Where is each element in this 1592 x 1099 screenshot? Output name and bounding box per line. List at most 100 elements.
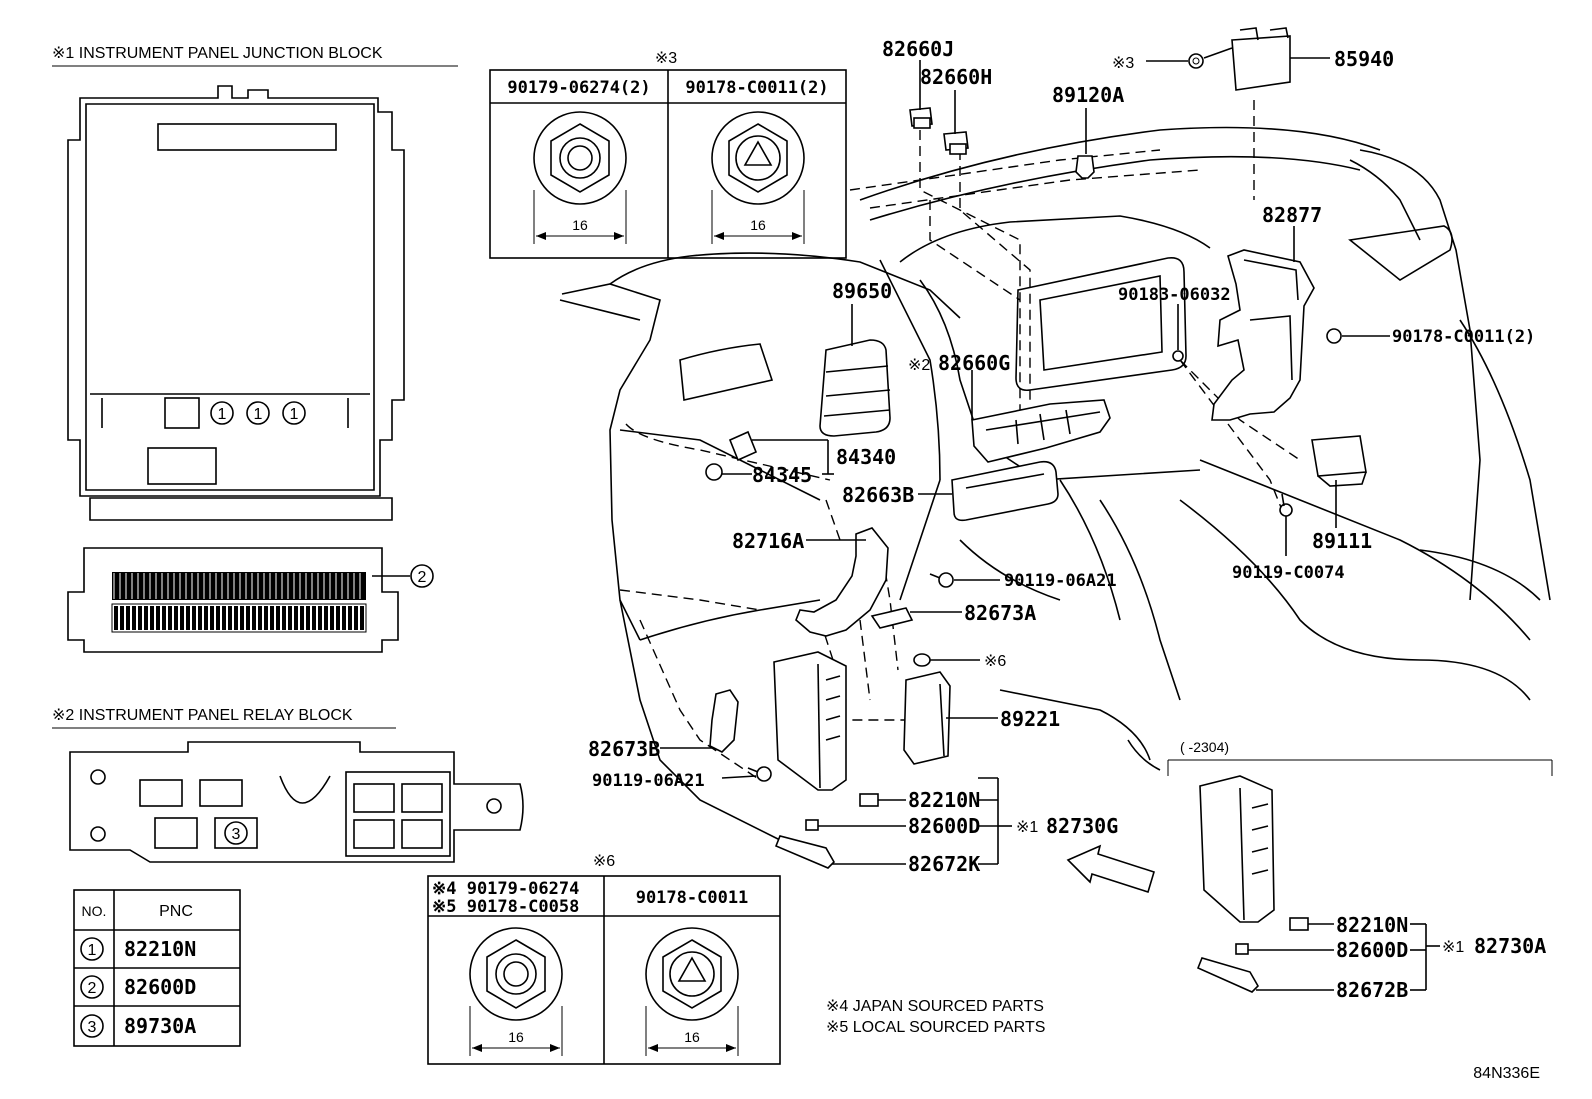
part-label-82672K: 82672K — [908, 852, 980, 876]
mark-1-b: ※1 — [1442, 939, 1464, 956]
relay-block-drawing — [69, 741, 524, 863]
note-local-sourced: ※5 LOCAL SOURCED PARTS — [826, 1019, 1045, 1036]
part-label-90183-06032: 90183-06032 — [1118, 285, 1231, 305]
inset-2304: ( -2304) — [1167, 739, 1553, 993]
pnc-table-row: 2 82600D — [80, 975, 196, 999]
fuse-slot — [204, 606, 208, 630]
fuse-slot — [168, 606, 172, 630]
cover-82672B-shape — [1196, 957, 1259, 993]
junction-block-82730G-shape — [773, 651, 847, 791]
part-label-89120A: 89120A — [1052, 83, 1124, 107]
svg-text:1: 1 — [218, 406, 227, 423]
fuse-slot — [312, 606, 316, 630]
part-label-85940: 85940 — [1334, 47, 1394, 71]
fuse-82210N-b-shape — [1289, 917, 1309, 931]
pnc-table-row: 3 89730A — [80, 1014, 196, 1038]
fuse-slots — [113, 573, 364, 630]
fuse-82600D-shape — [805, 819, 819, 831]
connector-marker-1b: 1 — [246, 401, 270, 425]
dimension-line-1: 16 — [533, 190, 627, 244]
pnc-row-no: 1 — [88, 942, 97, 959]
junction-block-title: ※1 INSTRUMENT PANEL JUNCTION BLOCK — [52, 45, 383, 62]
part-label-82210N-a: 82210N — [908, 788, 980, 812]
fuse-panel-drawing — [67, 547, 399, 653]
junction-block-section: ※1 INSTRUMENT PANEL JUNCTION BLOCK 1 1 1 — [52, 45, 458, 653]
nut-icon — [533, 111, 627, 205]
fuse-slot — [324, 606, 328, 630]
screw-90119-C0074-shape — [1279, 493, 1293, 517]
pnc-table-header-no: NO. — [82, 903, 107, 919]
fuse-slot — [180, 606, 184, 630]
fuse-slot — [246, 606, 250, 630]
module-85940-shape — [1231, 27, 1291, 91]
part-label-82660G: 82660G — [938, 351, 1010, 375]
part-label-82672B: 82672B — [1336, 978, 1408, 1002]
connector-marker-1a: 1 — [210, 401, 234, 425]
part-label-82877: 82877 — [1262, 203, 1322, 227]
fuse-slot — [258, 606, 262, 630]
junction-block-82730A-shape — [1199, 775, 1275, 923]
connector-marker-3: 3 — [224, 821, 248, 845]
box6-mark: ※6 — [593, 853, 615, 870]
fuse-slot — [354, 606, 358, 630]
part-label-82660J: 82660J — [882, 37, 954, 61]
dimension-line-2: 16 — [645, 1006, 739, 1056]
fuse-slot — [144, 606, 148, 630]
fuse-slot — [270, 606, 274, 630]
fuse-slot — [234, 606, 238, 630]
clip-89120A-shape — [1075, 155, 1095, 179]
range-label: ( -2304) — [1180, 739, 1229, 755]
part-label-84345: 84345 — [752, 463, 812, 487]
fuse-slot — [192, 606, 196, 630]
nut-icon — [711, 111, 805, 205]
svg-text:1: 1 — [254, 406, 263, 423]
fuse-slot — [276, 606, 280, 630]
dimension-line-1: 16 — [469, 1006, 563, 1056]
svg-text:16: 16 — [508, 1029, 524, 1045]
svg-text:2: 2 — [418, 569, 427, 586]
pnc-row-value: 89730A — [124, 1014, 196, 1038]
fuse-slot — [300, 606, 304, 630]
fuse-slot — [348, 606, 352, 630]
part-label-89221: 89221 — [1000, 707, 1060, 731]
switch-84340-shape — [728, 430, 758, 462]
fuse-slot — [240, 606, 244, 630]
svg-text:3: 3 — [232, 826, 241, 843]
fuse-slot — [150, 606, 154, 630]
bracket-82673B-shape — [709, 689, 739, 753]
fuse-slot — [186, 606, 190, 630]
holder-82663B-shape — [951, 460, 1059, 522]
part-label-82673A: 82673A — [964, 601, 1036, 625]
fuse-slot — [288, 606, 292, 630]
box6-col2-label: 90178-C0011 — [636, 888, 749, 908]
svg-text:16: 16 — [572, 217, 588, 233]
pnc-table-header-pnc: PNC — [159, 903, 193, 920]
mark-6: ※6 — [984, 653, 1006, 670]
dimension-line-2: 16 — [711, 190, 805, 244]
part-label-82210N-b: 82210N — [1336, 913, 1408, 937]
bolt-90119-06A21-b-shape — [747, 766, 772, 782]
pnc-row-no: 3 — [88, 1019, 97, 1036]
box3-col2-label: 90178-C0011(2) — [685, 78, 828, 98]
fuse-slot — [318, 606, 322, 630]
part-label-82730G: 82730G — [1046, 814, 1118, 838]
fuse-slot — [120, 606, 124, 630]
fuse-82210N-shape — [859, 793, 879, 807]
cover-82672K-shape — [774, 835, 835, 869]
relay-block-82660G-shape — [971, 399, 1111, 463]
fuse-slot — [162, 606, 166, 630]
bolt-90119-06A21-shape — [929, 572, 954, 588]
fuse-slot — [198, 606, 202, 630]
svg-text:16: 16 — [684, 1029, 700, 1045]
module-89221-shape — [903, 671, 951, 765]
pnc-row-no: 2 — [88, 980, 97, 997]
fuse-slot — [222, 606, 226, 630]
mark-1-a: ※1 — [1016, 819, 1038, 836]
fastener-box-3: ※3 90179-06274(2) 90178-C0011(2) 16 — [489, 50, 847, 259]
pnc-row-value: 82600D — [124, 975, 196, 999]
box3-col1-label: 90179-06274(2) — [507, 78, 650, 98]
fuse-slot — [126, 606, 130, 630]
part-label-82600D-a: 82600D — [908, 814, 980, 838]
box3-mark: ※3 — [655, 50, 677, 67]
fuse-slot — [264, 606, 268, 630]
